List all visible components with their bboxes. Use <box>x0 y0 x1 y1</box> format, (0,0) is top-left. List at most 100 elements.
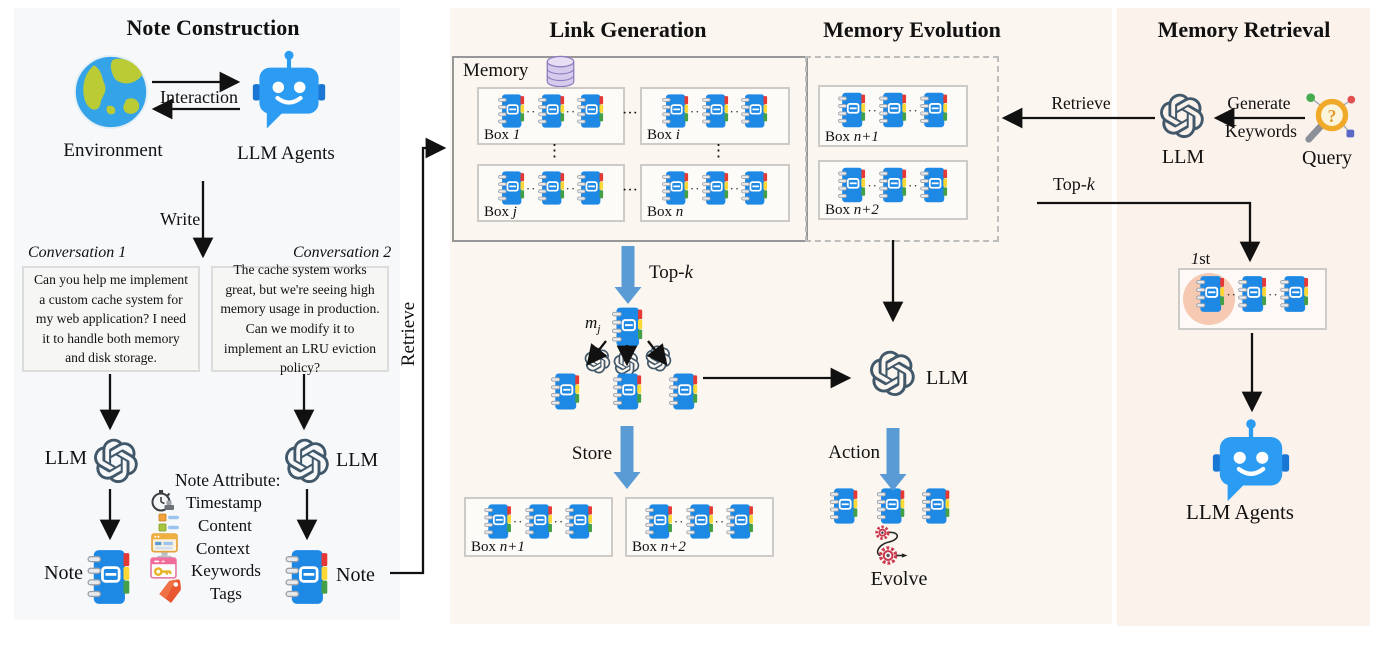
conversation1-text: Can you help me implement a custom cache… <box>33 272 189 366</box>
note-icon <box>577 170 604 206</box>
memory-box-n-label: Box n <box>647 203 684 220</box>
note-icon <box>1279 274 1309 314</box>
memory-box-1-label: Box 1 <box>484 126 521 143</box>
memory-box-j-label: Box j <box>484 203 517 220</box>
memory-container-box <box>452 56 808 242</box>
memory-box-1: ·· ·· Box 1 <box>477 87 625 145</box>
robot-icon-retrieval <box>1212 417 1290 502</box>
link-generation-title: Link Generation <box>549 17 707 42</box>
note-icon-left <box>86 548 132 606</box>
query-label: Query <box>1302 147 1352 169</box>
note-icon <box>577 93 604 129</box>
store-box-n1-label: Box n+1 <box>471 538 525 555</box>
content-icon <box>158 512 180 534</box>
link-dots: ·· <box>553 514 565 529</box>
attr-content: Content <box>198 516 252 535</box>
link-dots: ·· <box>1226 286 1237 302</box>
openai-logo-right <box>284 438 330 484</box>
note-attribute-header: Note Attribute: <box>175 470 281 490</box>
timestamp-icon <box>150 489 176 515</box>
note-icon <box>838 91 866 129</box>
note-icon <box>645 503 673 540</box>
first-rank-label: 1st <box>1191 249 1211 268</box>
note-icon <box>484 503 512 540</box>
evolution-box-n1-label: Box n+1 <box>825 128 879 145</box>
retrieval-result-box: ·· ·· <box>1178 268 1327 330</box>
note-icon <box>919 166 948 204</box>
retrieve-label-right: Retrieve <box>1051 93 1111 113</box>
context-icon <box>151 533 178 560</box>
link-dots: ·· <box>714 514 726 529</box>
note-icon <box>537 170 565 206</box>
query-icon: ? <box>1302 89 1360 147</box>
conversation1-box: Can you help me implement a custom cache… <box>22 266 200 372</box>
link-dots: ·· <box>689 103 701 119</box>
svg-text:?: ? <box>1328 106 1337 126</box>
llm-label-right: LLM <box>336 449 379 471</box>
generate-keywords-label-line1: Generate <box>1227 93 1291 113</box>
note-icon-right <box>284 548 330 606</box>
note-icon <box>838 166 866 204</box>
write-label: Write <box>160 209 201 229</box>
note-icon <box>726 503 754 540</box>
note-icon <box>741 170 768 206</box>
note-icon <box>879 91 907 129</box>
tags-icon <box>157 578 184 605</box>
store-label: Store <box>571 443 612 464</box>
llm-agents-label-right: LLM Agents <box>1186 500 1294 524</box>
link-dots: ·· <box>565 180 577 196</box>
note-icon <box>919 91 948 129</box>
evolution-box-n2-label: Box n+2 <box>825 201 879 218</box>
link-dots: ·· <box>673 514 685 529</box>
link-dots: ·· <box>689 180 701 196</box>
note-icon <box>537 93 565 129</box>
openai-mini-left <box>584 347 611 374</box>
note-icon-mj <box>611 306 644 348</box>
evolution-box-n1: ·· ·· Box n+1 <box>818 85 968 147</box>
note-icon <box>497 93 525 129</box>
memory-box-i-label: Box i <box>647 126 680 143</box>
store-box-n2-label: Box n+2 <box>632 538 686 555</box>
llm-label-evolution: LLM <box>926 367 969 389</box>
keywords-icon <box>150 556 177 583</box>
memory-box-j: ·· ·· Box j <box>477 164 625 222</box>
attr-context: Context <box>196 539 250 558</box>
llm-label-retrieval: LLM <box>1161 146 1205 168</box>
link-dots: ·· <box>867 102 878 118</box>
note-icon <box>565 503 593 540</box>
note-icon <box>701 170 729 206</box>
note-icon-linked-center <box>612 372 643 411</box>
note-construction-title: Note Construction <box>126 15 300 40</box>
memory-evolution-title: Memory Evolution <box>823 17 1001 42</box>
store-box-n1: ·· ·· Box n+1 <box>464 497 613 557</box>
link-dots: ·· <box>525 180 537 196</box>
store-box-n2: ·· ·· Box n+2 <box>625 497 774 557</box>
earth-icon <box>73 53 149 131</box>
evolve-label: Evolve <box>870 568 928 590</box>
retrieve-vertical-label: Retrieve <box>398 301 419 367</box>
evolution-container-box <box>805 56 999 242</box>
topk-label-right: Top-k <box>1053 174 1095 194</box>
note-icon <box>1196 274 1225 314</box>
note-icon-action-right <box>920 487 952 525</box>
evolution-box-n2: ·· ·· Box n+2 <box>818 160 968 220</box>
ellipsis: ⋮ <box>546 141 563 160</box>
environment-label: Environment <box>63 140 163 161</box>
link-dots: ·· <box>908 177 919 193</box>
link-dots: ·· <box>729 103 741 119</box>
robot-icon <box>252 48 326 130</box>
note-icon <box>497 170 525 206</box>
llm-agents-label-left: LLM Agents <box>237 143 335 164</box>
topk-label-middle: Top-k <box>649 262 694 283</box>
note-icon-action-left <box>828 487 860 525</box>
attr-tags: Tags <box>210 584 242 603</box>
memory-box-n: ·· ·· Box n <box>640 164 790 222</box>
note-icon <box>661 170 689 206</box>
link-dots: ·· <box>525 103 537 119</box>
conversation2-label: Conversation 2 <box>293 244 392 261</box>
note-label-right: Note <box>336 564 375 586</box>
memory-label: Memory <box>463 60 529 81</box>
note-icon <box>661 93 689 129</box>
attr-timestamp: Timestamp <box>186 493 262 512</box>
